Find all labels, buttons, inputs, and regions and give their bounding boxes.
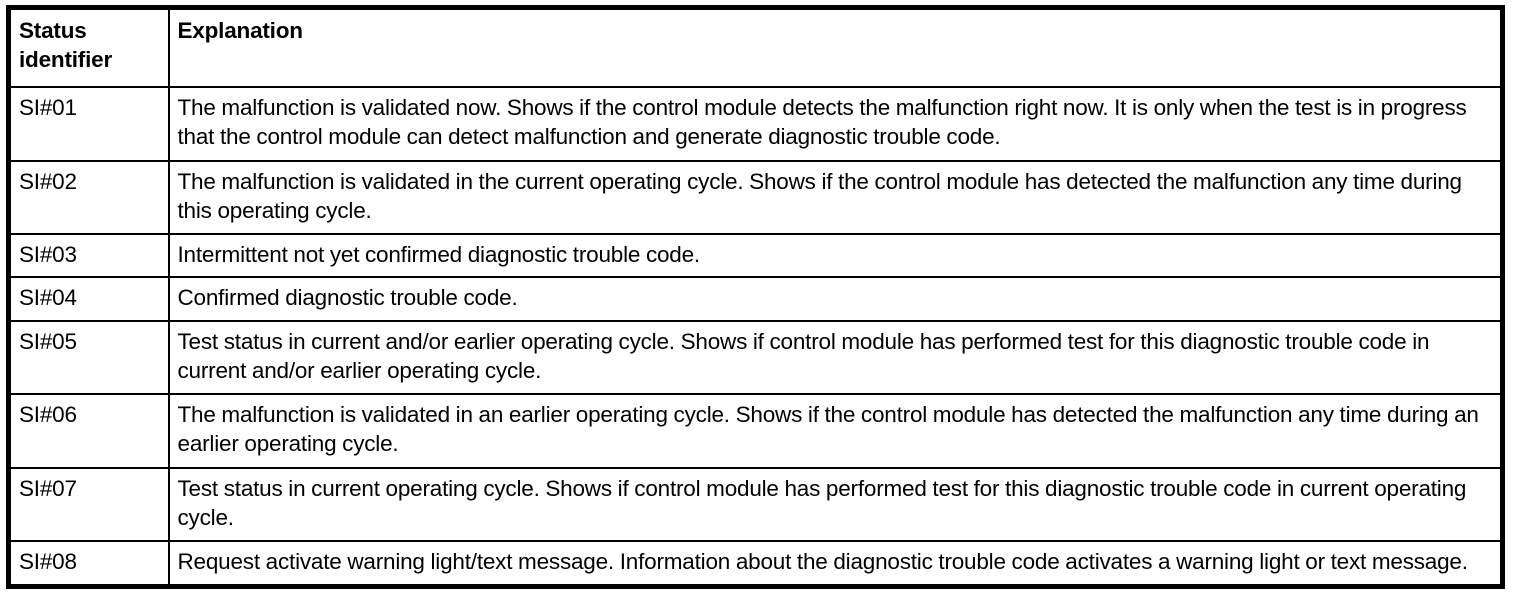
cell-explanation: Test status in current and/or earlier op… xyxy=(167,319,1504,395)
cell-status-identifier: SI#03 xyxy=(7,232,170,279)
cell-status-identifier: SI#02 xyxy=(7,159,170,235)
cell-status-identifier: SI#08 xyxy=(7,540,170,588)
table-row: SI#05 Test status in current and/or earl… xyxy=(7,319,1504,395)
cell-status-identifier: SI#04 xyxy=(7,276,170,322)
table-row: SI#04 Confirmed diagnostic trouble code. xyxy=(7,276,1504,322)
cell-explanation: The malfunction is validated in an earli… xyxy=(167,393,1504,469)
table-row: SI#02 The malfunction is validated in th… xyxy=(7,159,1504,235)
cell-status-identifier: SI#05 xyxy=(7,319,170,395)
cell-explanation: Confirmed diagnostic trouble code. xyxy=(167,276,1504,322)
table-row: SI#07 Test status in current operating c… xyxy=(7,466,1504,542)
cell-status-identifier: SI#07 xyxy=(7,466,170,542)
table-row: SI#06 The malfunction is validated in an… xyxy=(7,393,1504,469)
table-body: SI#01 The malfunction is validated now. … xyxy=(7,86,1504,588)
column-header-explanation: Explanation xyxy=(167,6,1504,88)
table-row: SI#08 Request activate warning light/tex… xyxy=(7,540,1504,588)
cell-status-identifier: SI#06 xyxy=(7,393,170,469)
table-row: SI#03 Intermittent not yet confirmed dia… xyxy=(7,232,1504,279)
cell-explanation: Test status in current operating cycle. … xyxy=(167,466,1504,542)
cell-explanation: The malfunction is validated now. Shows … xyxy=(167,86,1504,162)
table-row: SI#01 The malfunction is validated now. … xyxy=(7,86,1504,162)
table-header-row: Status identifier Explanation xyxy=(7,6,1504,88)
cell-explanation: The malfunction is validated in the curr… xyxy=(167,159,1504,235)
table-header: Status identifier Explanation xyxy=(7,6,1504,88)
status-identifier-table: Status identifier Explanation SI#01 The … xyxy=(6,5,1505,590)
column-header-status-identifier: Status identifier xyxy=(7,6,170,88)
cell-status-identifier: SI#01 xyxy=(7,86,170,162)
cell-explanation: Request activate warning light/text mess… xyxy=(167,540,1504,588)
cell-explanation: Intermittent not yet confirmed diagnosti… xyxy=(167,232,1504,279)
